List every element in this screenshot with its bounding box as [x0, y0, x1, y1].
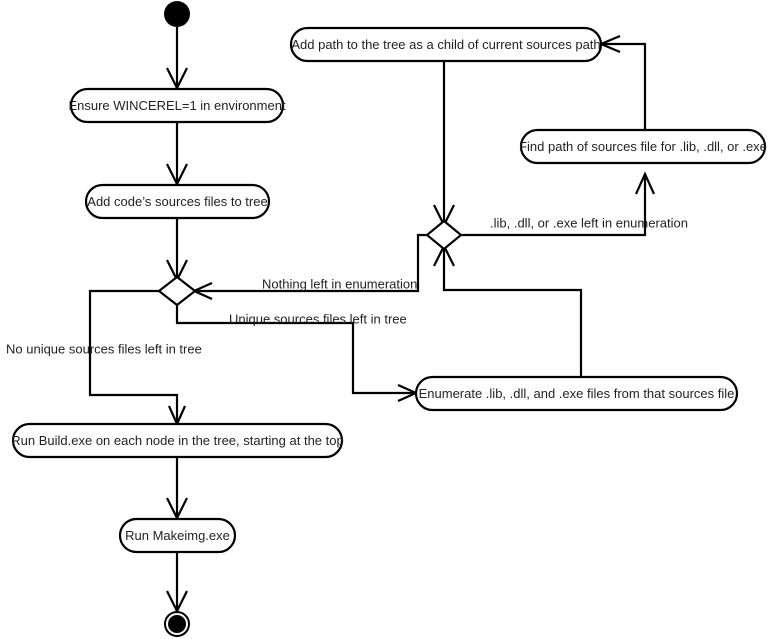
edge-label-unique-sources: Unique sources files left in tree — [229, 311, 407, 326]
action-label: Ensure WINCEREL=1 in environment — [68, 98, 286, 113]
edge-makeimg-to-end — [166, 552, 188, 614]
edge-findpath-to-addpath — [598, 34, 647, 130]
edge-addsources-to-decision1 — [166, 218, 188, 283]
action-find-sources-path: Find path of sources file for .lib, .dll… — [519, 128, 767, 165]
edge-label-left-in-enumeration: .lib, .dll, or .exe left in enumeration — [490, 215, 688, 230]
action-enumerate-files: Enumerate .lib, .dll, and .exe files fro… — [414, 375, 739, 412]
edge-start-to-wincerel — [166, 27, 188, 91]
action-ensure-wincerel: Ensure WINCEREL=1 in environment — [68, 87, 286, 124]
action-run-build-exe: Run Build.exe on each node in the tree, … — [11, 422, 344, 459]
action-label: Run Makeimg.exe — [125, 528, 230, 543]
action-label: Run Build.exe on each node in the tree, … — [11, 433, 343, 448]
action-label: Add path to the tree as a child of curre… — [291, 37, 600, 52]
action-add-path-to-tree: Add path to the tree as a child of curre… — [289, 26, 603, 63]
decision-node-enumeration — [425, 219, 463, 251]
edge-wincerel-to-addsources — [166, 122, 188, 187]
edge-decision1-to-build — [88, 289, 187, 427]
edge-enumerate-to-decision2 — [433, 243, 583, 378]
edge-label-nothing-left: Nothing left in enumeration — [262, 276, 417, 291]
action-label: Enumerate .lib, .dll, and .exe files fro… — [419, 386, 735, 401]
decision-node-sources-tree — [157, 275, 197, 307]
action-run-makeimg-exe: Run Makeimg.exe — [118, 517, 237, 554]
edge-build-to-makeimg — [166, 457, 188, 521]
edge-addpath-to-decision2 — [433, 62, 455, 228]
action-label: Add code’s sources files to tree — [87, 194, 267, 209]
edge-label-no-unique-sources: No unique sources files left in tree — [6, 341, 202, 356]
start-node — [164, 1, 190, 27]
end-node — [164, 611, 190, 637]
action-label: Find path of sources file for .lib, .dll… — [519, 139, 767, 154]
action-add-sources-files: Add code’s sources files to tree — [84, 183, 271, 220]
edge-decision2-to-findpath — [458, 171, 656, 237]
